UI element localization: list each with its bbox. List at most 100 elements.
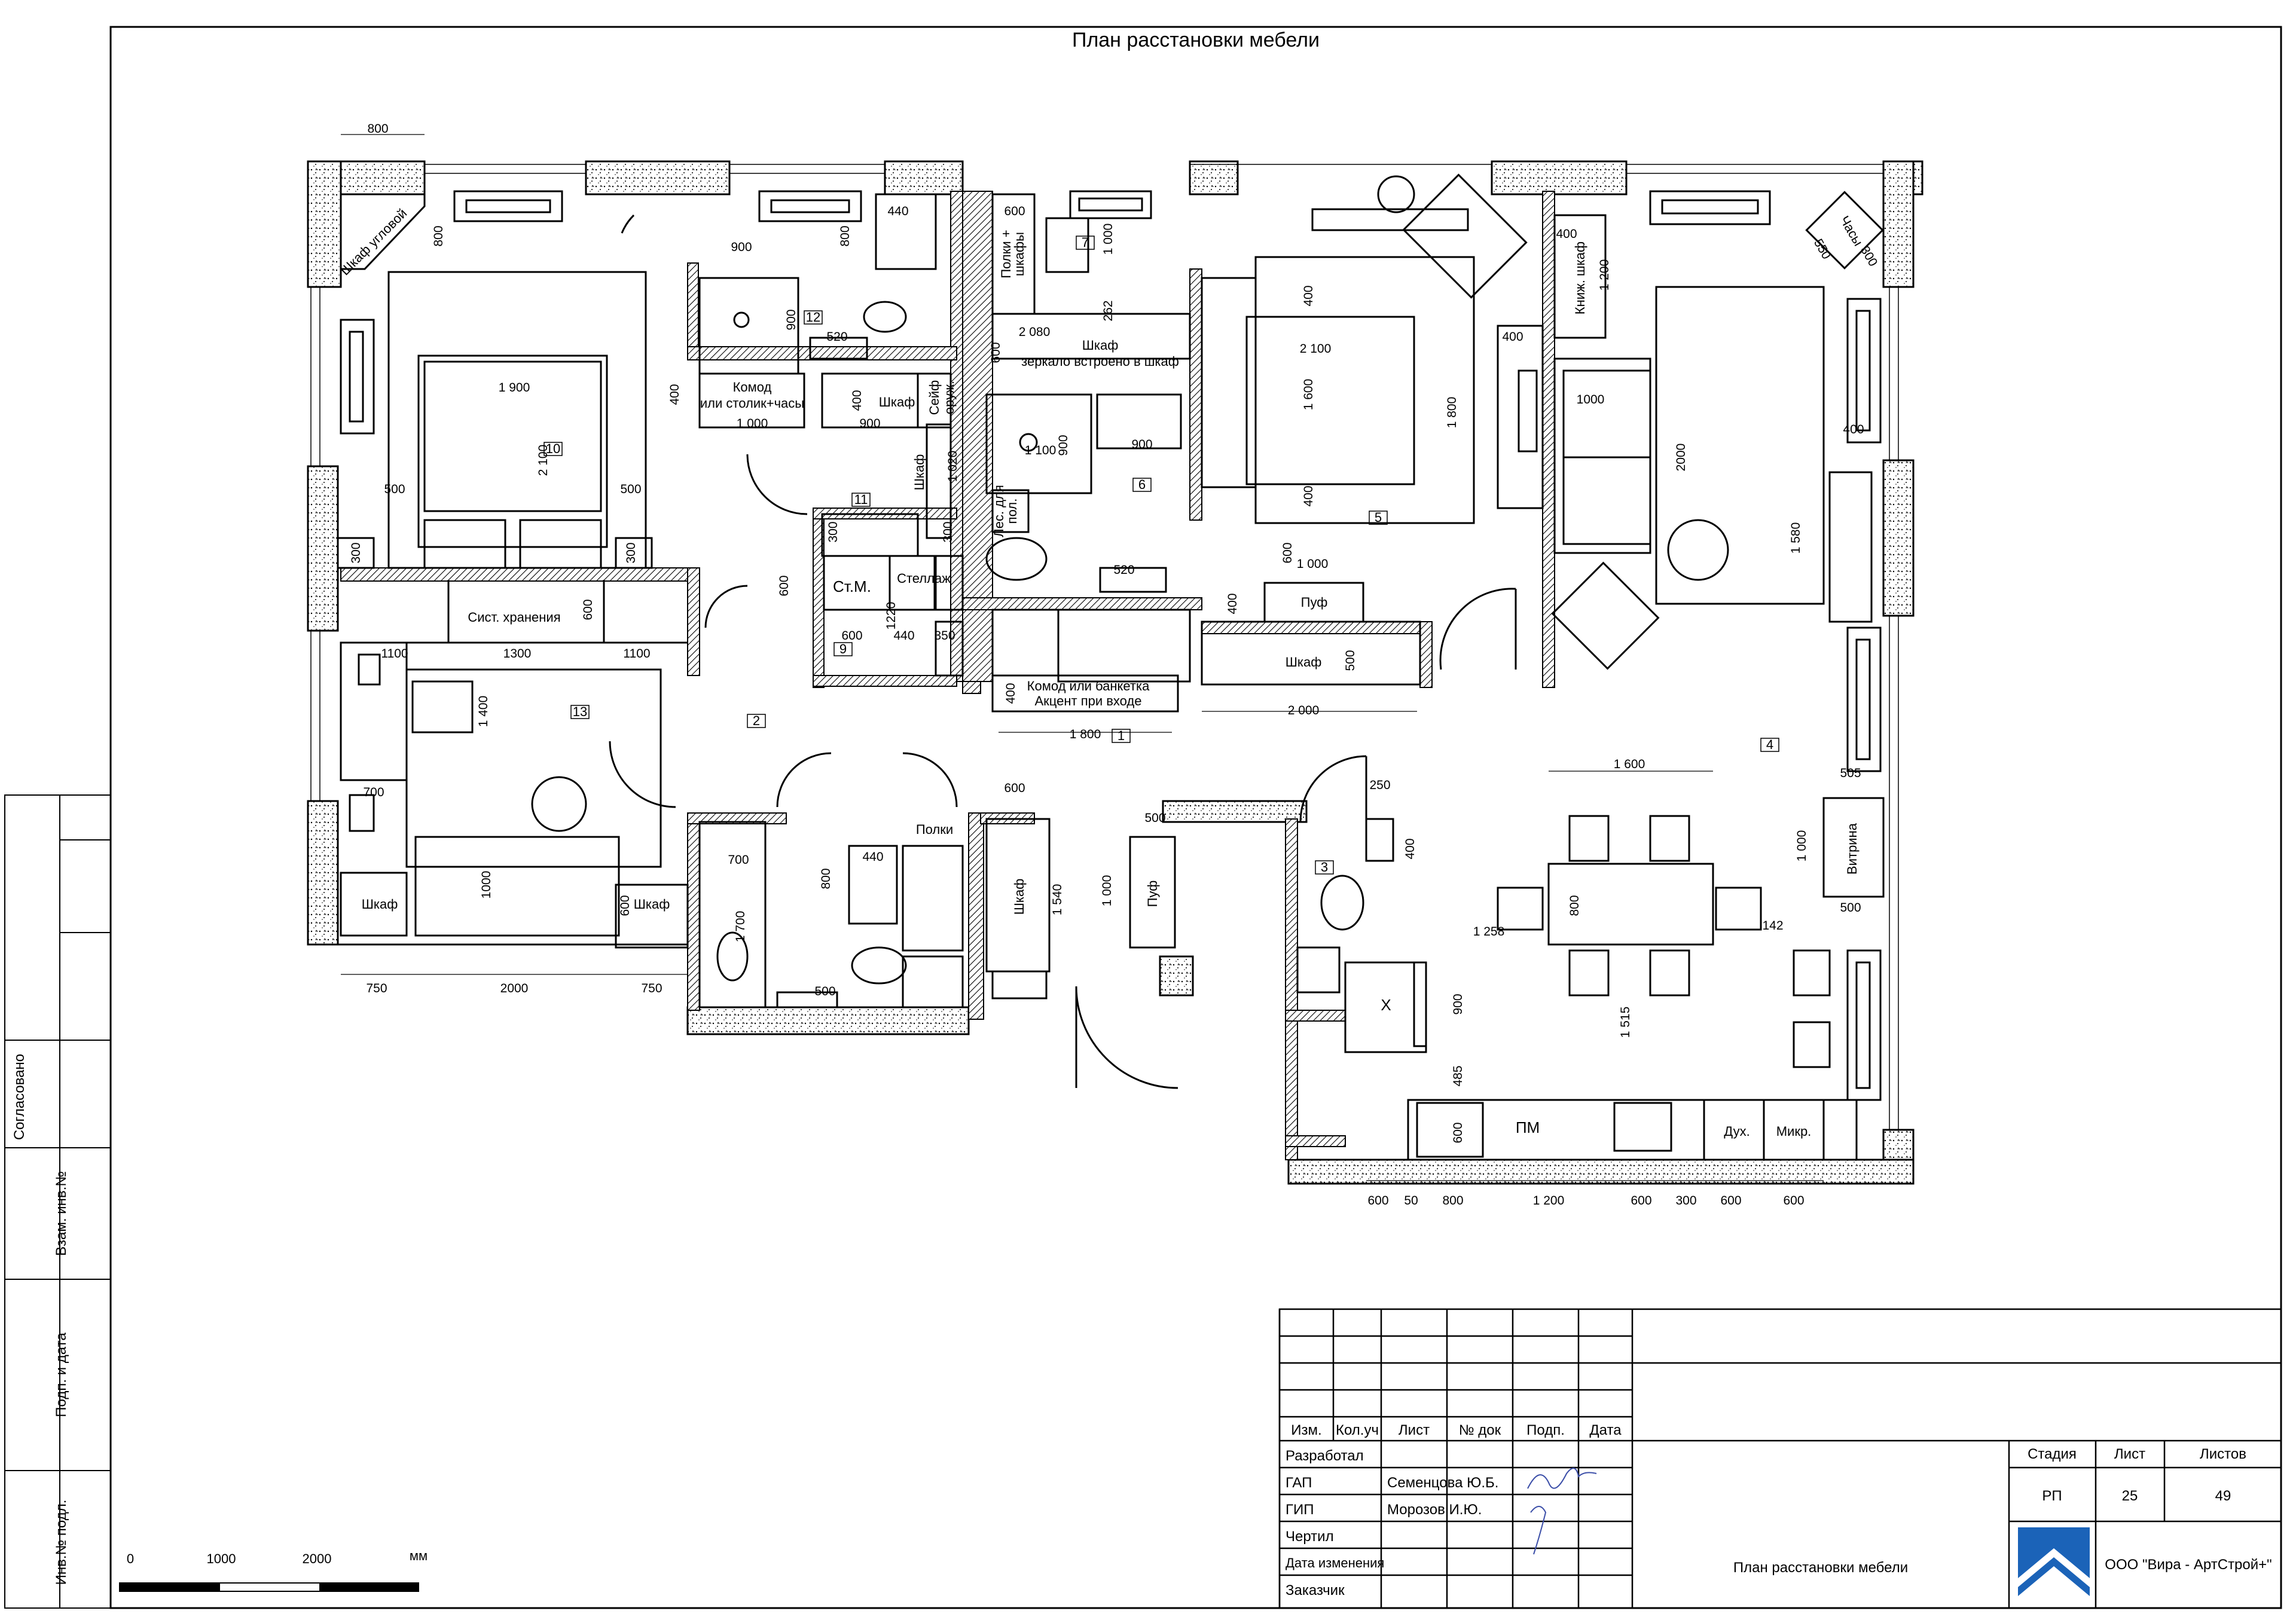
dimension-label: 400 [1502,330,1523,344]
bath-6-furniture [985,193,1191,683]
dimension-label: 400 [1843,423,1864,436]
room-number: 5 [1375,510,1382,525]
room-number: 9 [839,641,847,656]
room-number: 1 [1118,728,1125,743]
label-st-m: Ст.М. [833,577,871,595]
row-label: Чертил [1286,1529,1334,1545]
dimension-label: 600 [1451,1122,1465,1143]
room-number-boxes [544,236,1779,875]
dimension-label: 600 [1720,1194,1741,1208]
dimension-label: 600 [777,575,791,596]
label-pouf: Пуф [1145,881,1160,907]
company-logo [2018,1527,2090,1602]
dimension-label: 1 800 [1445,397,1459,429]
dimension-label: 142 [1762,919,1783,933]
dimension-label: 300 [1675,1194,1696,1208]
dimension-label: 250 [1369,778,1390,792]
room-number: 7 [1082,235,1089,250]
dimension-label: 485 [1451,1065,1465,1086]
label-corner-wardrobe: Шкаф угловой [337,206,410,278]
scale-label: 0 [127,1551,134,1566]
dimension-label: 600 [989,342,1003,363]
dimension-label: 1 100 [1025,444,1057,457]
label-storage: Сист. хранения [468,610,560,625]
dimension-label: 600 [1281,542,1294,563]
dimension-label: 550 [1811,237,1833,262]
row-label: Заказчик [1286,1582,1345,1598]
dimension-label: 600 [581,599,595,620]
dimension-label: 50 [1404,1194,1418,1208]
label-dresser-sub: или столик+часы [700,396,804,411]
dimension-label: 600 [1367,1194,1388,1208]
scale-unit: мм [410,1548,428,1563]
dimension-label: 440 [887,204,908,218]
room-number: 13 [573,704,587,719]
dimension-label: 300 [826,521,840,542]
label-showcase: Витрина [1845,823,1860,875]
row-label: Дата изменения [1286,1555,1384,1570]
row-label: ГАП [1286,1475,1312,1491]
dimension-label: 2000 [1674,444,1688,472]
label-wardrobe: Шкаф [1286,655,1322,670]
label-cleaning: Лес. для [991,485,1006,537]
dimension-label: 1300 [503,647,532,661]
radiators [340,190,1882,1101]
dimension-label: 1 515 [1619,1007,1632,1038]
dimension-label: 600 [841,629,862,643]
label-sign-date: Подп. и дата [53,1332,69,1417]
company-name: ООО "Вира - АртСтрой+" [2105,1557,2271,1573]
dimension-label: 520 [1113,563,1134,577]
row-label: ГИП [1286,1502,1314,1518]
dimension-label: 1 000 [737,417,768,430]
signatures [1527,1468,1597,1555]
dimension-label: 900 [731,240,752,254]
side-stamp [4,794,111,1609]
dimension-label: 1 580 [1789,522,1803,554]
dimension-label: 1000 [480,871,493,899]
label-safe-sub: оруж. [942,381,957,414]
label-microwave: Микр. [1776,1124,1812,1139]
label-fridge: Х [1381,996,1391,1014]
bedroom-5-furniture [1201,173,1544,686]
room-number: 2 [753,713,760,728]
dimension-label: 1 258 [1473,925,1505,939]
dimension-label: 440 [893,629,914,643]
windows [310,164,1899,1130]
dimension-label: 505 [1840,766,1861,780]
label-entry-dresser: Комод или банкетка [1027,678,1150,693]
dimension-label: 600 [618,895,632,916]
label-wardrobe: Шкаф [912,454,927,491]
dimension-labels: 800 800 440 800 600 1 000 900 900 520 40… [349,122,1880,1208]
room-number: 4 [1766,737,1773,752]
exterior-walls [307,160,1923,1185]
dimension-label: 900 [1057,435,1070,456]
dimension-label: 700 [728,853,749,867]
scale-label: 1000 [207,1551,236,1566]
dimension-label: 1220 [884,602,898,630]
dimension-label: 300 [941,521,955,542]
room-number: 12 [806,310,820,325]
label-safe: Сейф [927,380,942,415]
dimension-label: 500 [1840,901,1861,915]
stage-header: Стадия [2028,1446,2077,1462]
dimension-label: 1 600 [1302,379,1315,411]
dimension-label: 1 200 [1598,259,1611,291]
label-inv-orig: Инв.№ подл. [53,1500,69,1585]
room-number: 10 [546,441,560,456]
dimension-label: 600 [1631,1194,1651,1208]
dimension-label: 700 [363,785,384,799]
label-dresser: Комод [733,380,772,395]
col-header: Изм. [1291,1422,1321,1438]
dimension-label: 1 900 [499,381,530,395]
scale-bar: 0 1000 2000 мм [119,1548,428,1592]
label-cleaning-sub: пол. [1004,499,1019,524]
dimension-label: 300 [1858,244,1880,269]
label-entry-dresser-sub: Акцент при входе [1034,693,1141,708]
dimension-label: 800 [838,225,852,246]
col-header: № док [1459,1422,1501,1438]
dimension-label: 400 [1302,485,1315,506]
dimension-label: 400 [1403,838,1417,859]
dimension-label: 1 800 [1070,728,1101,741]
sheet-title: План расстановки мебели [1072,29,1320,51]
